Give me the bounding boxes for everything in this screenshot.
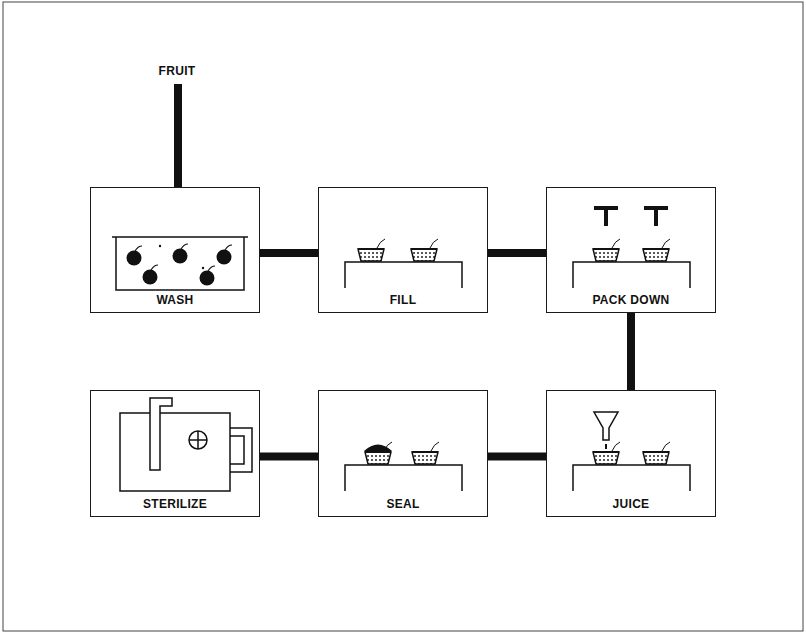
fill-station <box>345 239 462 288</box>
conveyor-line <box>627 313 635 390</box>
pack-down-station <box>573 208 690 288</box>
conveyor-line <box>260 453 318 461</box>
step-label: PACK DOWN <box>592 293 669 307</box>
process-box: FILL <box>318 187 488 313</box>
step-label: JUICE <box>613 497 650 511</box>
juice-station <box>573 412 690 491</box>
feed-line <box>174 84 182 188</box>
step-label: STERILIZE <box>143 497 207 511</box>
step-label: FILL <box>390 293 417 307</box>
wash-tank <box>112 237 248 290</box>
step-label: SEAL <box>386 497 419 511</box>
process-box: SEAL <box>318 390 488 517</box>
sterilizer-machine <box>120 398 252 491</box>
seal-station <box>345 442 462 491</box>
process-box: WASH <box>90 187 260 313</box>
process-box: PACK DOWN <box>546 187 716 313</box>
figure-frame <box>3 2 803 631</box>
process-box: STERILIZE <box>90 390 260 517</box>
conveyor-line <box>488 453 546 461</box>
conveyor-line <box>260 249 318 257</box>
conveyor-line <box>488 249 546 257</box>
step-label: WASH <box>156 293 193 307</box>
process-box: JUICE <box>546 390 716 517</box>
input-label: FRUIT <box>159 64 196 78</box>
